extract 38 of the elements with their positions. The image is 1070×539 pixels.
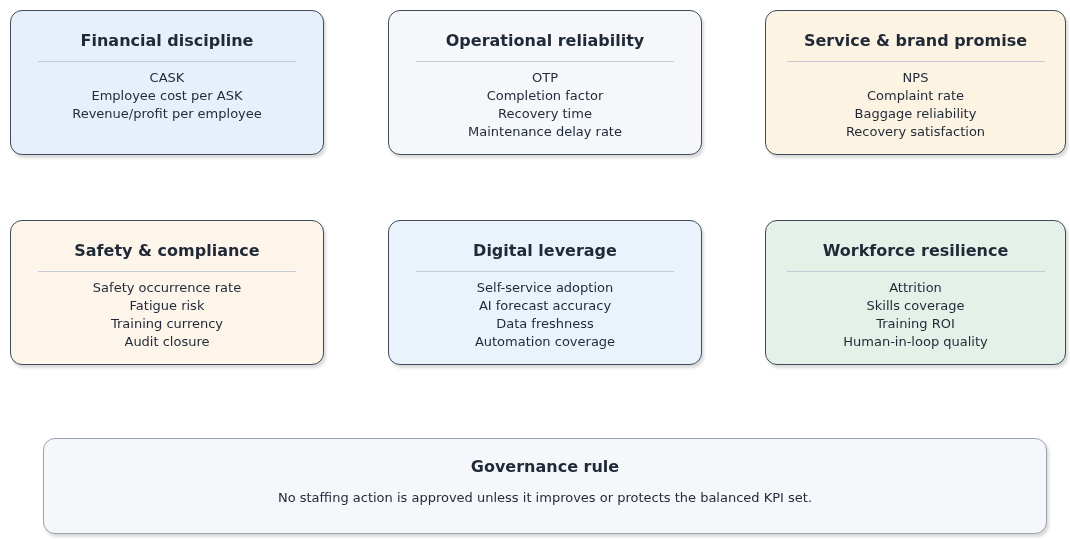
card-heading: Digital leverage: [473, 241, 617, 261]
card-heading: Governance rule: [470, 457, 620, 477]
metric-item: OTP: [532, 69, 558, 87]
metric-item: Complaint rate: [867, 87, 964, 105]
metric-card: [388, 220, 702, 365]
metric-item: Safety occurrence rate: [92, 279, 242, 297]
card-heading: Safety & compliance: [74, 241, 260, 261]
card-heading: Financial discipline: [80, 31, 254, 51]
metric-item: Revenue/profit per employee: [72, 105, 262, 123]
metric-item: AI forecast accuracy: [478, 297, 612, 315]
metric-item: Recovery time: [498, 105, 592, 123]
metric-item: Completion factor: [486, 87, 604, 105]
metric-item: Maintenance delay rate: [468, 123, 622, 141]
metric-card: [765, 220, 1066, 365]
metric-item: Automation coverage: [474, 333, 616, 351]
rule-text: No staffing action is approved unless it improves or protects the balanced KPI set.: [277, 489, 813, 507]
metric-card: [10, 220, 324, 365]
metric-item: Fatigue risk: [129, 297, 205, 315]
metric-item: CASK: [149, 69, 185, 87]
metric-card: [388, 10, 702, 155]
metric-item: Training currency: [110, 315, 224, 333]
metric-card: [10, 10, 324, 155]
metric-item: Audit closure: [124, 333, 210, 351]
metric-item: Training ROI: [876, 315, 955, 333]
metric-card: [765, 10, 1066, 155]
metric-item: Skills coverage: [866, 297, 965, 315]
metric-item: Self-service adoption: [476, 279, 614, 297]
metric-item: Data freshness: [496, 315, 594, 333]
card-heading: Operational reliability: [445, 31, 645, 51]
metric-item: Recovery satisfaction: [845, 123, 986, 141]
card-heading: Service & brand promise: [804, 31, 1027, 51]
metric-item: Human-in-loop quality: [843, 333, 988, 351]
metric-card: [43, 438, 1047, 534]
metric-item: Baggage reliability: [854, 105, 977, 123]
metric-item: NPS: [902, 69, 929, 87]
metric-item: Attrition: [889, 279, 942, 297]
card-heading: Workforce resilience: [822, 241, 1009, 261]
metric-item: Employee cost per ASK: [91, 87, 243, 105]
